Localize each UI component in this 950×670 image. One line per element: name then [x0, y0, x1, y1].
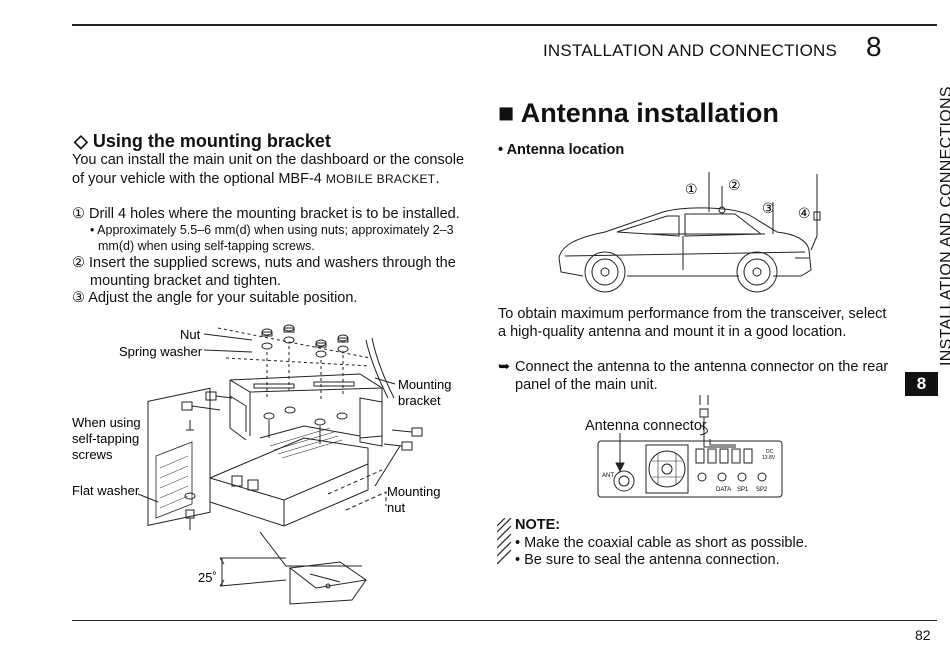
- step-3: ③ Adjust the angle for your suitable pos…: [72, 290, 358, 306]
- side-tab-label: INSTALLATION AND CONNECTIONS: [938, 86, 950, 366]
- label-mounting-bracket-1: Mounting: [398, 377, 451, 392]
- label-nut: Nut: [180, 327, 201, 342]
- label-flat-washer: Flat washer: [72, 483, 140, 498]
- step-1-note-1: • Approximately 5.5–6 mm(d) when using n…: [90, 223, 454, 237]
- panel-label-data: DATA: [716, 487, 731, 493]
- intro-end: .: [435, 171, 440, 187]
- rear-panel-diagram: ANT DATA SP1 SP2 DC 13.8V: [596, 395, 786, 501]
- car-label-4: ④: [798, 206, 811, 222]
- note-item-1: • Make the coaxial cable as short as pos…: [515, 535, 808, 551]
- para-line-1: To obtain maximum performance from the t…: [498, 306, 887, 322]
- instruction-line-2: panel of the main unit.: [515, 377, 658, 393]
- intro-line-1: You can install the main unit on the das…: [72, 152, 465, 168]
- panel-label-sp1: SP1: [737, 487, 749, 493]
- note-title: NOTE:: [515, 517, 561, 533]
- label-angle: 25˚: [198, 570, 217, 585]
- section-heading-mounting: ◇ Using the mounting bracket: [74, 131, 331, 151]
- mounting-bracket-diagram: Nut Spring washer Mounting bracket When …: [72, 318, 451, 610]
- car-label-1: ①: [685, 182, 698, 198]
- panel-label-ant: ANT: [602, 473, 614, 479]
- note-item-2: • Be sure to seal the antenna connection…: [515, 552, 780, 568]
- chapter-number: 8: [866, 31, 882, 62]
- step-2-line-2: mounting bracket and tighten.: [90, 273, 282, 289]
- label-self-tapping-1: When using: [72, 415, 141, 430]
- step-2-line-1: ② Insert the supplied screws, nuts and w…: [72, 255, 456, 271]
- footer-rule: [72, 620, 937, 621]
- section-heading-antenna: ■ Antenna installation: [498, 98, 779, 128]
- para-line-2: a high-quality antenna and mount it in a…: [498, 324, 847, 340]
- label-self-tapping-2: self-tapping: [72, 431, 139, 446]
- intro-line-2: of your vehicle with the optional MBF-4 …: [72, 170, 439, 189]
- subheading-antenna-location: • Antenna location: [498, 142, 625, 158]
- label-self-tapping-3: screws: [72, 447, 113, 462]
- label-spring-washer: Spring washer: [119, 344, 203, 359]
- note-icon: [497, 518, 513, 566]
- arrow-icon: ➥: [498, 359, 511, 375]
- product-name: MOBILE BRACKET: [325, 172, 436, 186]
- panel-label-dc: DC: [766, 449, 774, 455]
- car-antenna-diagram: ① ② ③ ④: [555, 172, 825, 294]
- intro-text: of your vehicle with the optional MBF-4: [72, 171, 326, 187]
- panel-label-sp2: SP2: [756, 487, 768, 493]
- side-tab: INSTALLATION AND CONNECTIONS: [912, 86, 950, 366]
- step-1-note-2: mm(d) when using self-tapping screws.: [98, 239, 315, 253]
- panel-label-dc-voltage: 13.8V: [762, 455, 776, 461]
- side-tab-number: 8: [905, 372, 938, 396]
- antenna-connector-label: Antenna connector: [585, 418, 707, 434]
- header-rule: [72, 24, 937, 26]
- step-1: ① Drill 4 holes where the mounting brack…: [72, 206, 460, 222]
- car-label-2: ②: [728, 178, 741, 194]
- label-mounting-nut-1: Mounting: [387, 484, 440, 499]
- instruction-line-1: Connect the antenna to the antenna conne…: [515, 359, 889, 375]
- label-mounting-nut-2: nut: [387, 500, 405, 515]
- page-number: 82: [915, 627, 931, 643]
- label-mounting-bracket-2: bracket: [398, 393, 441, 408]
- header-title: INSTALLATION AND CONNECTIONS: [543, 41, 838, 60]
- car-label-3: ③: [762, 201, 775, 217]
